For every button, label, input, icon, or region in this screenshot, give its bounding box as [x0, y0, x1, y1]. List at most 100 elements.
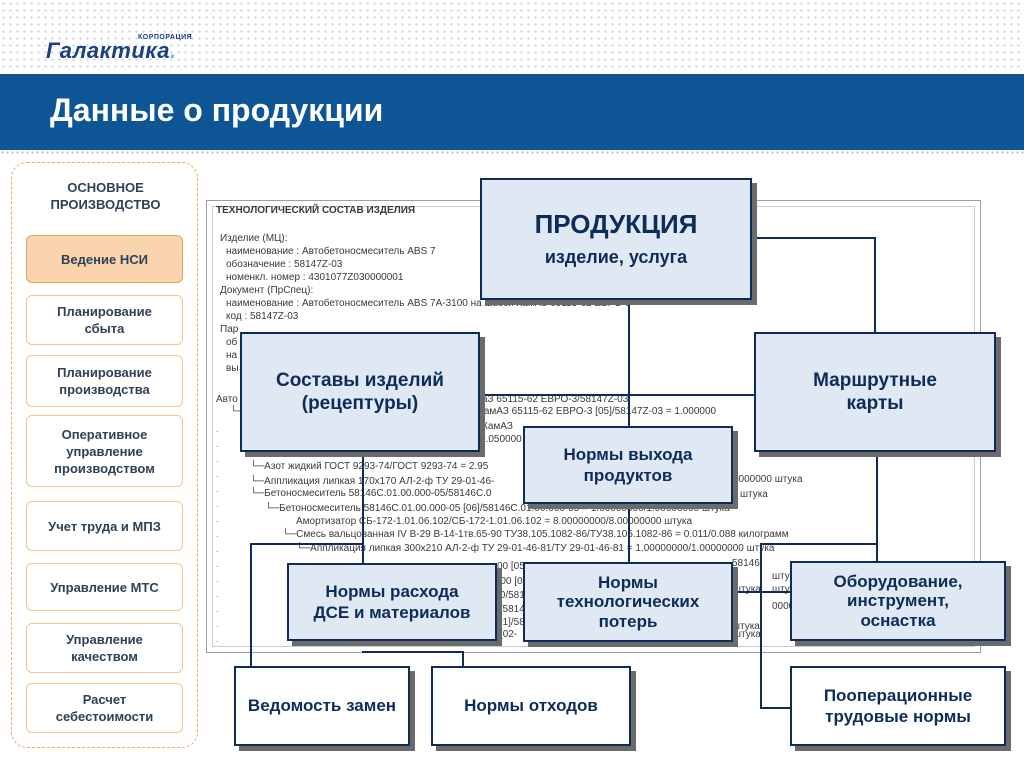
tree-dot-icon: . — [216, 589, 219, 600]
technological-losses-box-label: технологических — [556, 592, 700, 612]
sidebar-item-label: Управление МТС — [50, 579, 159, 595]
sidebar-item-label: Ведение НСИ — [61, 251, 148, 267]
sidebar-item-mts-management[interactable]: Управление МТС — [26, 563, 183, 611]
document-text-line: ]/5814 — [497, 604, 525, 615]
document-text-line: Пар — [220, 324, 239, 335]
compositions-box: Составы изделий (рецептуры) — [240, 332, 480, 452]
logo-dot-icon: . — [169, 38, 177, 63]
connector-line — [250, 543, 252, 666]
product-box-title: ПРОДУКЦИЯ — [534, 209, 698, 240]
product-box-subtitle: изделие, услуга — [544, 247, 688, 268]
document-text-line: код : 58147Z-03 — [226, 311, 299, 322]
document-title: ТЕХНОЛОГИЧЕСКИЙ СОСТАВ ИЗДЕЛИЯ — [216, 205, 416, 216]
output-norms-box-label: Нормы выхода — [563, 444, 693, 464]
document-text-line: 00 [05 — [497, 561, 525, 572]
sidebar-item-label: Учет труда и МПЗ — [48, 518, 161, 534]
sidebar-item-label: производством — [54, 460, 155, 476]
document-text-line: └─Бетоносмеситель 58146С.01.00.000-05 [0… — [265, 503, 730, 514]
connector-line — [628, 300, 630, 426]
sidebar-item-label: Расчет — [82, 692, 127, 707]
consumption-norms-box: Нормы расхода ДСЕ и материалов — [287, 563, 497, 641]
connector-line — [874, 237, 876, 333]
document-text-line: └─Аппликация липкая 300x210 АЛ-2-ф ТУ 29… — [296, 543, 775, 554]
connector-line — [462, 651, 464, 667]
tree-dot-icon: . — [216, 544, 219, 555]
connector-line — [760, 707, 790, 709]
compositions-box-label: (рецептуры) — [301, 393, 419, 414]
product-box: ПРОДУКЦИЯ изделие, услуга — [480, 178, 752, 300]
tree-dot-icon: . — [216, 469, 219, 480]
document-text-line: 0.050000 — [480, 434, 522, 445]
document-text-line: [02- — [500, 629, 518, 640]
sidebar-item-label: Планирование — [57, 304, 152, 319]
banner-dotted-divider — [0, 150, 1024, 156]
route-cards-box-label: карты — [846, 393, 904, 414]
document-text-line: аЗ 65115-62 ЕВРО-3/58147Z-03 — [482, 394, 629, 405]
equipment-box: Оборудование, инструмент, оснастка — [790, 561, 1006, 641]
equipment-box-label: оснастка — [860, 610, 936, 630]
document-text-line: штука — [772, 584, 800, 595]
document-text-line: штука — [733, 629, 761, 640]
sidebar-item-label: Планирование — [57, 365, 152, 380]
equipment-box-label: Оборудование, — [833, 572, 963, 592]
labor-norms-box-label: Пооперационные — [823, 685, 973, 705]
tree-dot-icon: . — [216, 424, 219, 435]
tree-dot-icon: . — [216, 454, 219, 465]
sidebar-item-label: качеством — [71, 649, 138, 664]
document-text-line: └─Смесь вальцованная IV В-29 В-14-1тв.65… — [282, 529, 789, 540]
document-text-line: 0000000 штука — [733, 474, 803, 485]
document-text-line: Документ (ПрСпец): — [220, 285, 314, 296]
consumption-norms-box-label: ДСЕ и материалов — [313, 603, 471, 622]
connector-line — [628, 504, 630, 564]
document-text-line: на — [226, 350, 238, 361]
document-text-line: штука — [732, 621, 760, 632]
document-text-line: КамАЗ — [482, 421, 513, 432]
output-norms-box: Нормы выхода продуктов — [523, 426, 733, 504]
tree-dot-icon: . — [216, 619, 219, 630]
title-banner: Данные о продукции — [0, 74, 1024, 150]
document-text-line: └─Бетоносмеситель 58146С.01.00.000-05/58… — [250, 488, 492, 499]
document-text-line: 01]/58 — [497, 617, 525, 628]
sidebar-item-label: себестоимости — [55, 709, 154, 724]
sidebar-item-nsi[interactable]: Ведение НСИ — [26, 235, 183, 283]
tree-dot-icon: . — [216, 499, 219, 510]
compositions-box-label: Составы изделий — [276, 369, 444, 391]
document-text-line: └─Аппликация липкая 170x170 АЛ-2-ф ТУ 29… — [250, 476, 495, 487]
document-text-line: обозначение : 58147Z-03 — [226, 259, 343, 270]
waste-norms-box: Нормы отходов — [431, 666, 631, 746]
document-text-line: штука — [733, 584, 761, 595]
technological-losses-box: Нормы технологических потерь — [523, 562, 733, 642]
document-text-line: об — [226, 337, 238, 348]
document-text-line: штука — [772, 571, 800, 582]
sidebar-item-label: Оперативное — [61, 426, 148, 442]
sidebar-item-sales-planning[interactable]: Планирование сбыта — [26, 295, 183, 345]
sidebar-item-labor-accounting[interactable]: Учет труда и МПЗ — [26, 501, 183, 551]
logo-name: Галактика. — [46, 38, 177, 64]
sidebar-item-label: сбыта — [84, 321, 125, 336]
tree-dot-icon: . — [216, 559, 219, 570]
replacements-list-box-label: Ведомость замен — [247, 696, 397, 716]
technological-losses-box-label: Нормы — [598, 573, 658, 593]
sidebar-item-label: управление — [66, 443, 143, 459]
tree-dot-icon: . — [216, 529, 219, 540]
output-norms-box-label: продуктов — [583, 466, 673, 485]
logo-name-text: Галактика — [46, 38, 170, 63]
document-text-line: номенкл. номер : 4301077Z030000001 — [226, 272, 404, 283]
connector-line — [480, 394, 880, 396]
sidebar-title-line: ОСНОВНОЕ — [67, 180, 144, 195]
logo-corp-label: КОРПОРАЦИЯ — [138, 34, 193, 41]
waste-norms-box-label: Нормы отходов — [464, 696, 598, 716]
labor-norms-box: Пооперационные трудовые нормы — [790, 666, 1006, 746]
tree-dot-icon: . — [216, 634, 219, 645]
document-text-line: КамАЗ 65115-62 ЕВРО-3 [05]/58147Z-03 = 1… — [478, 406, 717, 417]
document-text-line: .0/581 — [497, 590, 525, 601]
equipment-box-label: инструмент, — [847, 591, 949, 611]
sidebar-item-cost-calculation[interactable]: Расчет себестоимости — [26, 683, 183, 733]
connector-line — [760, 543, 762, 709]
tree-dot-icon: . — [216, 574, 219, 585]
header-dot-pattern — [0, 0, 1024, 72]
replacements-list-box: Ведомость замен — [234, 666, 410, 746]
